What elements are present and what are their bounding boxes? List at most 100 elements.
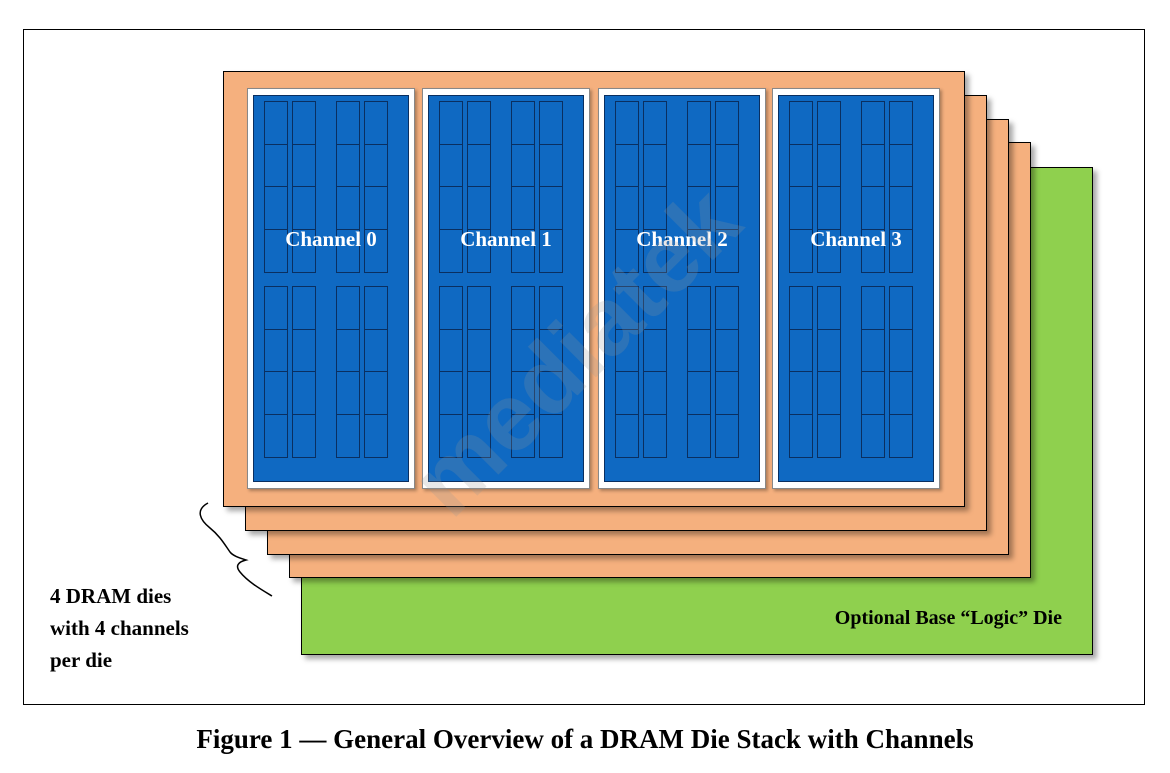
bank-cell <box>440 102 462 145</box>
bank-cell <box>365 145 387 187</box>
bank-cell <box>337 187 359 230</box>
bank-cell <box>688 372 710 415</box>
bank-cell <box>265 187 287 230</box>
bank-cell <box>862 187 884 230</box>
bank-column <box>439 101 463 273</box>
channel-3: Channel 3 <box>772 88 940 489</box>
bank-column <box>539 286 563 458</box>
bank-column <box>336 286 360 458</box>
bank-cell <box>293 287 315 330</box>
bank-cell <box>365 287 387 330</box>
bank-column <box>687 286 711 458</box>
bank-cell <box>688 330 710 372</box>
bank-cell <box>890 102 912 145</box>
channel-1-array <box>428 95 584 482</box>
bank-cell <box>716 145 738 187</box>
bank-cell <box>265 330 287 372</box>
bank-cell <box>862 145 884 187</box>
bank-cell <box>468 372 490 415</box>
channel-0-label: Channel 0 <box>285 227 377 251</box>
bank-column <box>643 286 667 458</box>
bank-cell <box>790 287 812 330</box>
bank-cell <box>688 287 710 330</box>
bank-cell <box>644 287 666 330</box>
bank-cell <box>862 330 884 372</box>
bank-cell <box>512 187 534 230</box>
channel-1-label: Channel 1 <box>460 227 552 251</box>
bank-column <box>715 101 739 273</box>
bank-cell <box>790 187 812 230</box>
bank-column <box>292 101 316 273</box>
bank-cell <box>540 287 562 330</box>
bank-cell <box>890 145 912 187</box>
bank-cell <box>540 102 562 145</box>
dies-annotation-line-2: with 4 channels <box>50 616 189 640</box>
bank-cell <box>265 372 287 415</box>
bank-column <box>715 286 739 458</box>
bank-cell <box>365 330 387 372</box>
channel-0: Channel 0 <box>247 88 415 489</box>
bank-cell <box>716 187 738 230</box>
dram-die-1: Channel 0 Channel 1 Channel 2 Channel 3 <box>223 71 965 507</box>
bank-cell <box>337 287 359 330</box>
bank-column <box>511 286 535 458</box>
bank-cell <box>890 372 912 415</box>
bank-cell <box>688 102 710 145</box>
bank-cell <box>265 102 287 145</box>
figure-caption: Figure 1 — General Overview of a DRAM Di… <box>196 724 974 754</box>
bank-cell <box>890 187 912 230</box>
bank-cell <box>616 102 638 145</box>
bank-cell <box>818 330 840 372</box>
bank-cell <box>790 102 812 145</box>
bank-cell <box>790 372 812 415</box>
bank-column <box>615 286 639 458</box>
bank-column <box>817 101 841 273</box>
bank-cell <box>644 145 666 187</box>
bank-cell <box>688 187 710 230</box>
bank-cell <box>862 287 884 330</box>
bank-cell <box>468 287 490 330</box>
dies-annotation-line-1: 4 DRAM dies <box>50 584 172 608</box>
bank-cell <box>644 187 666 230</box>
bank-cell <box>468 187 490 230</box>
bank-cell <box>512 145 534 187</box>
bank-column <box>264 286 288 458</box>
bank-cell <box>512 287 534 330</box>
bank-cell <box>468 145 490 187</box>
dies-annotation-line-3: per die <box>50 648 113 672</box>
bank-cell <box>512 102 534 145</box>
bank-column <box>264 101 288 273</box>
bank-cell <box>512 372 534 415</box>
bank-cell <box>862 102 884 145</box>
bank-cell <box>716 287 738 330</box>
bank-cell <box>468 330 490 372</box>
bank-cell <box>790 330 812 372</box>
dies-annotation: 4 DRAM dies with 4 channels per die <box>50 580 250 676</box>
channel-1: Channel 1 <box>422 88 590 489</box>
logic-die-label: Optional Base “Logic” Die <box>834 607 1062 629</box>
bank-cell <box>890 287 912 330</box>
bank-cell <box>818 287 840 330</box>
bank-column <box>861 286 885 458</box>
bank-column <box>467 101 491 273</box>
bank-cell <box>818 372 840 415</box>
bank-cell <box>540 330 562 372</box>
bank-cell <box>644 372 666 415</box>
bank-cell <box>818 102 840 145</box>
bank-cell <box>644 330 666 372</box>
bank-column <box>817 286 841 458</box>
bank-column <box>467 286 491 458</box>
bank-cell <box>293 372 315 415</box>
bank-cell <box>365 372 387 415</box>
bank-cell <box>440 145 462 187</box>
bank-cell <box>790 145 812 187</box>
bank-cell <box>644 102 666 145</box>
bank-cell <box>337 145 359 187</box>
bank-column <box>789 286 813 458</box>
channel-2: Channel 2 <box>598 88 766 489</box>
bank-cell <box>365 102 387 145</box>
bank-column <box>511 101 535 273</box>
bank-cell <box>616 287 638 330</box>
bank-cell <box>293 145 315 187</box>
